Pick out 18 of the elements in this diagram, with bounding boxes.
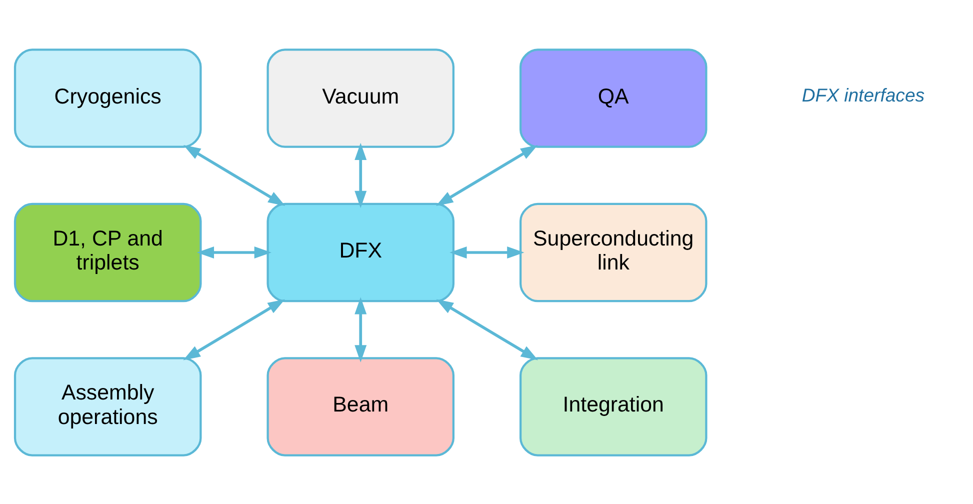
node-box: Cryogenics <box>13 48 202 148</box>
node-box: D1, CP and triplets <box>13 202 202 302</box>
node-box: Superconducting link <box>518 202 707 302</box>
label: DFX interfaces <box>801 84 924 106</box>
arrow <box>449 246 524 258</box>
node-box: Assembly operations <box>13 356 202 456</box>
node-box: Vacuum <box>266 48 454 148</box>
arrow <box>354 296 366 362</box>
arrow <box>435 144 538 206</box>
arrow <box>182 144 285 206</box>
node-box: QA <box>518 48 707 148</box>
node-box: Integration <box>518 356 707 456</box>
node-box: Beam <box>266 356 454 456</box>
arrow <box>196 246 271 258</box>
arrow <box>354 142 366 208</box>
arrow <box>436 298 538 360</box>
arrow <box>182 298 285 360</box>
node-box: DFX <box>266 202 454 302</box>
